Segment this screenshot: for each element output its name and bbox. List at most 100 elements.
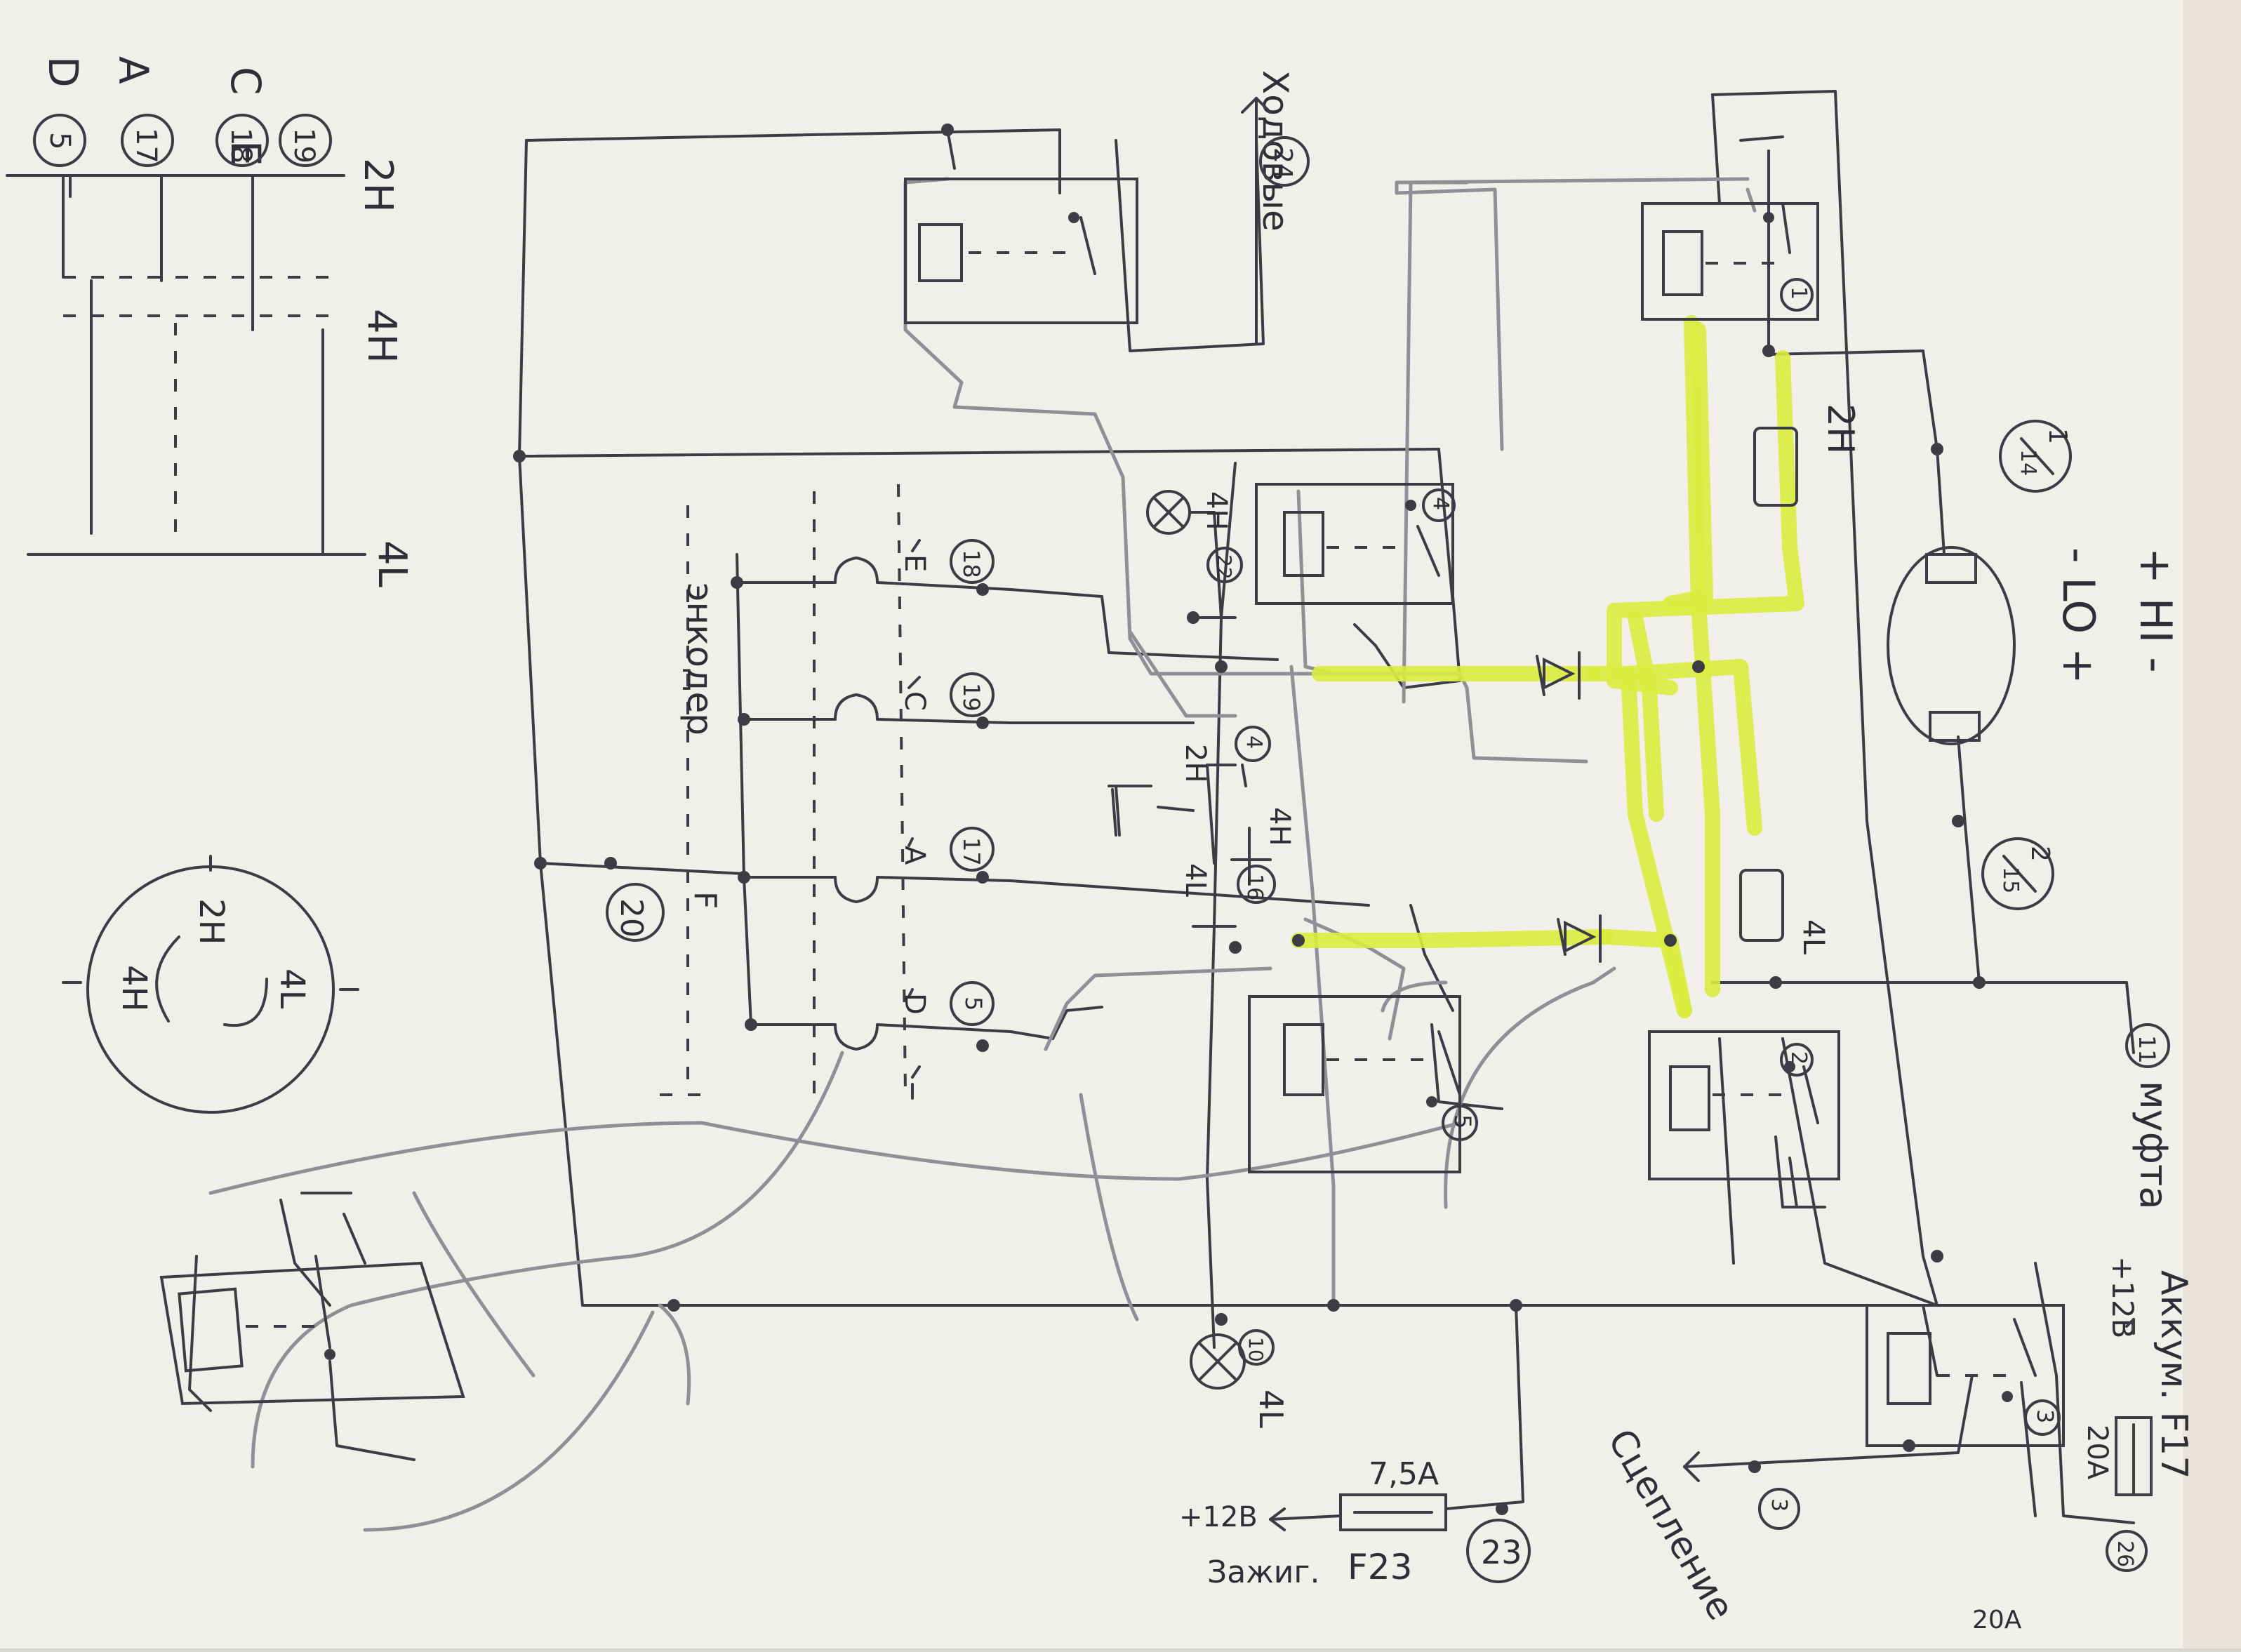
resistor-upper	[1753, 427, 1798, 507]
resistor-4l-label: 4L	[1797, 919, 1831, 955]
polarity-hi: + HI -	[2130, 547, 2181, 673]
relay-1-label: 1	[1786, 286, 1811, 300]
relay-2: 2	[1648, 1030, 1840, 1180]
diode-lower	[1557, 914, 1602, 963]
mufta-pin	[2125, 1023, 2170, 1068]
pin-4l	[1237, 865, 1276, 904]
encoder-letter-a: A	[898, 846, 931, 865]
relay-left	[159, 1255, 465, 1406]
scheplenie-pin	[1758, 1488, 1800, 1530]
legend-pin-18	[215, 114, 269, 167]
lamp-4h-pin	[1206, 547, 1243, 583]
legend-letter-a: A	[109, 56, 157, 84]
pin-2h-label: 2H	[1179, 744, 1211, 783]
legend-pin-18-text: 18	[225, 128, 257, 164]
black-wires	[188, 90, 2135, 1524]
legend-letter-c: C	[222, 67, 270, 95]
relay-3-label: 3	[2032, 1409, 2059, 1423]
relay-5: 5	[1248, 995, 1478, 1173]
accum-pin-text: 26	[2113, 1540, 2137, 1567]
legend-pin-17-text: 17	[130, 128, 162, 164]
relay-2-label: 2	[1786, 1051, 1811, 1065]
ign-label: Зажиг.	[1207, 1554, 1320, 1590]
bottom-note: 20А	[1972, 1606, 2022, 1634]
legend-pin-17	[121, 114, 174, 167]
encoder-pin-19-text: 19	[958, 683, 985, 712]
pin-4l-label: 4L	[1179, 863, 1211, 897]
encoder-title: энкодер	[679, 582, 720, 735]
encoder-letter-d: D	[898, 993, 931, 1015]
accum-fuse	[2115, 1416, 2153, 1496]
pin-2h	[1235, 726, 1271, 762]
ign-voltage: +12В	[1179, 1501, 1258, 1533]
legend-pin-19	[279, 114, 332, 167]
motor-pin-2: 2 15	[1981, 837, 2054, 910]
lamp-4l-pin	[1238, 1329, 1275, 1366]
legend-letter-d: D	[39, 56, 87, 88]
legend: C E A D 19 18 17 5 2H 4H 4L	[6, 56, 415, 587]
polarity-lo: - LO +	[2053, 547, 2104, 684]
lamp-4l-pin-text: 10	[1244, 1337, 1268, 1362]
encoder-letter-c: C	[898, 691, 931, 711]
lamp-4h-pin-text: 22	[1213, 554, 1236, 580]
relay-5-label: 5	[1449, 1114, 1476, 1128]
junctions	[513, 124, 1986, 1515]
encoder-letter-e: E	[898, 554, 931, 572]
pin-4l-text: 16	[1242, 874, 1267, 900]
relay-4: 4	[1255, 483, 1456, 605]
mufta-pin-text: 11	[2134, 1035, 2160, 1064]
resistor-lower	[1739, 869, 1784, 942]
lamp-4l	[1190, 1333, 1246, 1390]
legend-mode-4l: 4L	[369, 540, 415, 587]
legend-pin-19-text: 19	[288, 128, 320, 164]
pin-4h-label: 4H	[1263, 807, 1296, 846]
pin-2h-text: 4	[1242, 735, 1266, 749]
diode-upper	[1536, 651, 1581, 700]
ign-fuse	[1339, 1493, 1447, 1531]
lamp-4h	[1146, 490, 1223, 619]
encoder-pin-5-text: 5	[960, 997, 987, 1011]
scheplenie-pin-text: 3	[1767, 1498, 1791, 1512]
relay-3: 3	[1866, 1304, 2065, 1447]
encoder-pin-5	[950, 981, 995, 1026]
mode-circle-4l: 4L	[272, 968, 312, 1009]
ign-pin-text: 23	[1481, 1533, 1522, 1571]
motor-pin-2-den: 15	[1998, 867, 2023, 893]
encoder-pin-text: 20	[613, 898, 649, 938]
ign-fuse-label: F23	[1348, 1547, 1412, 1587]
encoder-pin-19	[950, 672, 995, 717]
lamp-4h-label: 4H	[1200, 491, 1232, 531]
khodovye-pin	[1259, 136, 1310, 187]
encoder-pin-18-text: 18	[958, 549, 985, 578]
lamp-4l-label: 4L	[1252, 1390, 1290, 1428]
legend-mode-2h: 2H	[355, 158, 401, 213]
motor-pin-2-num: 2	[2026, 846, 2054, 862]
highlighted-wires	[1291, 315, 1804, 1018]
relay-4-label: 4	[1428, 497, 1453, 510]
mode-circle: 2H 4H 4L	[62, 855, 359, 1114]
ign-pin	[1466, 1519, 1531, 1583]
motor-pin-1-den: 14	[2016, 449, 2040, 476]
mufta-label: муфта	[2132, 1081, 2176, 1209]
mode-circle-4h: 4H	[114, 965, 154, 1012]
relay-top	[904, 178, 1138, 324]
accum-fuse-text: 20А	[2081, 1425, 2113, 1480]
mode-circle-2h: 2H	[192, 898, 231, 945]
relay-1: 1	[1641, 202, 1819, 321]
motor-pin-1-num: 1	[2043, 428, 2072, 444]
accum-label: Аккум. F17	[2153, 1270, 2195, 1479]
encoder-pin-18	[950, 539, 995, 584]
motor-pin-1: 1 14	[1999, 420, 2072, 493]
khodovye-pin-text: 24	[1268, 147, 1297, 180]
ign-fuse-amp: 7,5А	[1369, 1456, 1439, 1492]
encoder-pin-17	[950, 827, 995, 872]
encoder-pin-17-text: 17	[958, 837, 985, 866]
encoder-letter-f: F	[687, 891, 723, 909]
motor	[1887, 546, 2016, 745]
encoder-dashes	[660, 484, 907, 1096]
encoder-pin	[606, 883, 665, 942]
paper-edge	[2183, 0, 2241, 1648]
